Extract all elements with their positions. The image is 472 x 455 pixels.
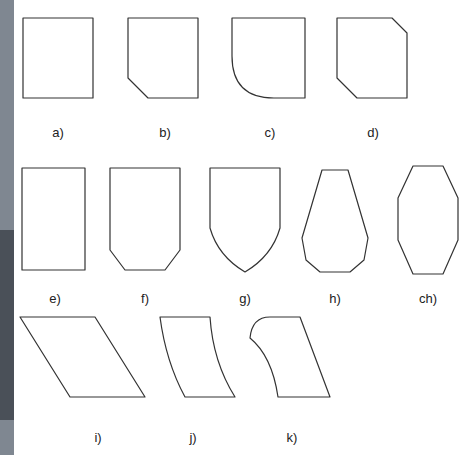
chamfered-bottom-shape <box>110 168 180 270</box>
rectangle-shape <box>22 168 85 270</box>
curved-parallelogram-shape <box>160 317 235 397</box>
chamfered-shape <box>128 18 198 98</box>
shape-label: b) <box>159 126 171 139</box>
shape-label: k) <box>287 431 298 444</box>
photo-edge <box>0 0 14 455</box>
shape-label: d) <box>367 126 379 139</box>
square-shape <box>23 18 93 98</box>
parallelogram-shape <box>20 317 145 397</box>
shape-label: e) <box>49 292 61 305</box>
pear-shape <box>302 170 368 272</box>
rounded-slant-shape <box>250 317 330 397</box>
rounded-corner-shape <box>232 18 305 98</box>
shape-label: g) <box>239 292 251 305</box>
photo-edge <box>0 230 14 420</box>
hexagon-shape <box>398 166 458 274</box>
shape-label: f) <box>141 292 149 305</box>
shape-label: h) <box>329 292 341 305</box>
shape-label: ch) <box>419 292 437 305</box>
shape-label: i) <box>94 431 101 444</box>
shape-label: j) <box>189 431 196 444</box>
shield-shape <box>210 168 280 272</box>
shape-label: a) <box>52 126 64 139</box>
shape-label: c) <box>265 126 276 139</box>
double-chamfer-shape <box>337 18 407 98</box>
